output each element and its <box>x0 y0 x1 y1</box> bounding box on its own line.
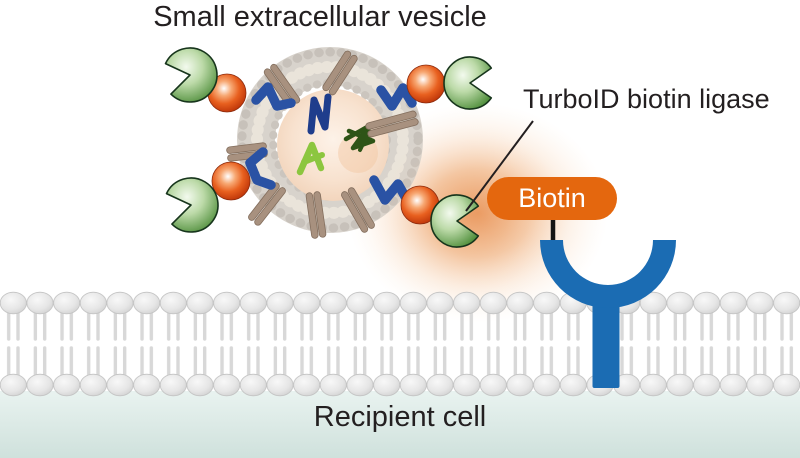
linker-spheres <box>207 64 446 225</box>
linker-sphere <box>406 64 446 104</box>
transmembrane-protein <box>322 50 358 96</box>
transmembrane-protein <box>365 110 419 138</box>
receptor-cup <box>540 240 676 308</box>
turboid-ligase-shape <box>430 194 480 248</box>
turboid-ligase-shape <box>165 177 219 233</box>
membrane-anchor <box>376 83 417 111</box>
lipid-bilayer-top-leaflet <box>0 291 800 344</box>
vesicle-core <box>277 89 389 201</box>
transmembrane-protein <box>341 187 375 233</box>
recipient-cell-interior <box>0 391 800 458</box>
cargo-protein-navy <box>307 93 332 135</box>
label-pointer-line <box>465 120 534 212</box>
cargo-protein-lightgreen-arm <box>301 152 325 165</box>
recipient-cell-label: Recipient cell <box>313 401 487 433</box>
receptor-stem <box>592 288 620 388</box>
membrane-anchor <box>245 147 276 190</box>
transmembrane-proteins <box>226 50 419 239</box>
turboid-ligase-label: TurboID biotin ligase <box>523 84 770 114</box>
plasma-membrane <box>0 291 800 397</box>
biotinylation-glow-overlay <box>368 123 568 307</box>
membrane-anchor <box>251 82 296 111</box>
vesicle-cargo <box>296 93 376 176</box>
turboid-ligase-shape <box>164 47 218 103</box>
transmembrane-protein <box>248 182 286 226</box>
biotin-receptor <box>540 240 676 388</box>
membrane-anchors <box>245 82 417 205</box>
figure-title: Small extracellular vesicle <box>153 1 487 33</box>
membrane-anchor <box>369 175 412 205</box>
vesicle <box>226 47 423 239</box>
transmembrane-protein <box>263 63 301 109</box>
turboid-ligase-shapes <box>164 47 493 248</box>
linker-sphere <box>211 161 251 201</box>
biotin-label: Biotin <box>518 183 586 213</box>
vesicle-ring-texture <box>251 61 409 219</box>
turboid-ligase-shape <box>443 56 493 110</box>
biotin-capsule: Biotin <box>487 177 617 220</box>
lipid-bilayer-bottom-leaflet <box>0 345 800 397</box>
transmembrane-protein <box>305 191 327 239</box>
